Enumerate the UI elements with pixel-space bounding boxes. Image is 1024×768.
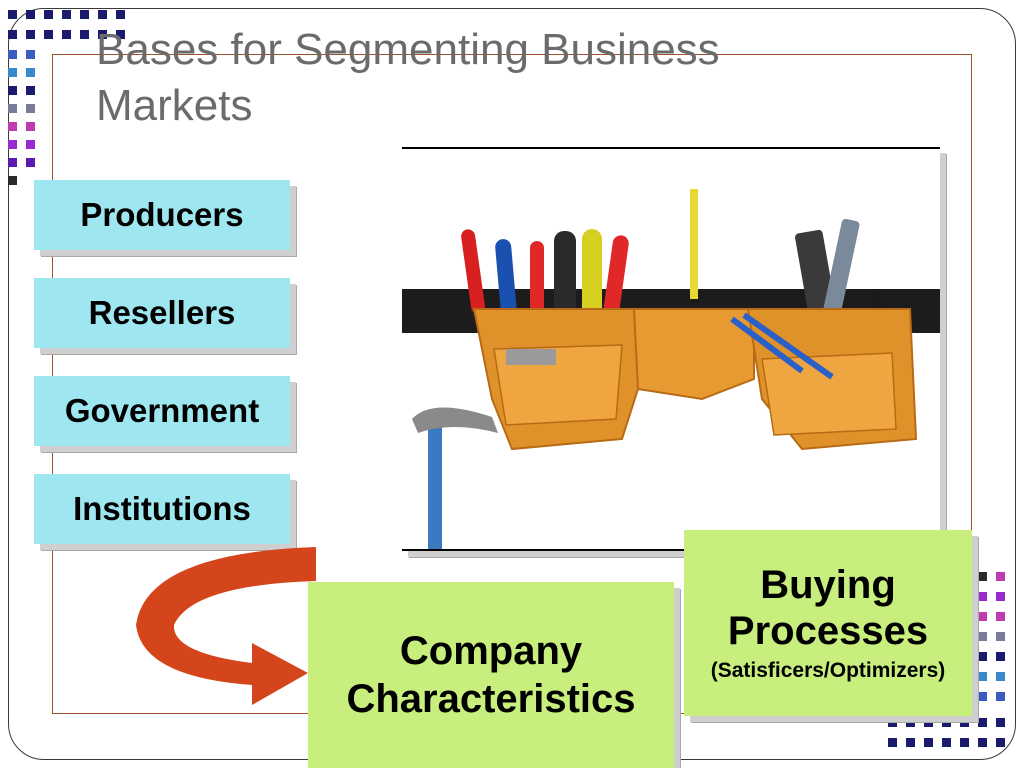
decorative-squares-top-left	[6, 8, 136, 198]
segment-government: Government	[34, 376, 290, 446]
segment-institutions: Institutions	[34, 474, 290, 544]
buying-line-1: Buying	[760, 563, 896, 607]
buying-processes-box: Buying Processes (Satisficers/Optimizers…	[684, 530, 972, 716]
company-characteristics-box: Company Characteristics	[308, 582, 674, 768]
buying-line-2: Processes	[727, 609, 929, 653]
buying-subtitle: (Satisficers/Optimizers)	[710, 659, 946, 682]
slide-title: Bases for Segmenting Business Markets	[96, 25, 720, 130]
segment-producers: Producers	[34, 180, 290, 250]
curved-arrow-icon	[132, 545, 322, 710]
company-line-2: Characteristics	[346, 677, 636, 721]
segment-resellers: Resellers	[34, 278, 290, 348]
decorative-squares-bottom-right	[884, 568, 1020, 754]
company-line-1: Company	[399, 629, 583, 673]
tool-belt-image	[402, 147, 940, 551]
